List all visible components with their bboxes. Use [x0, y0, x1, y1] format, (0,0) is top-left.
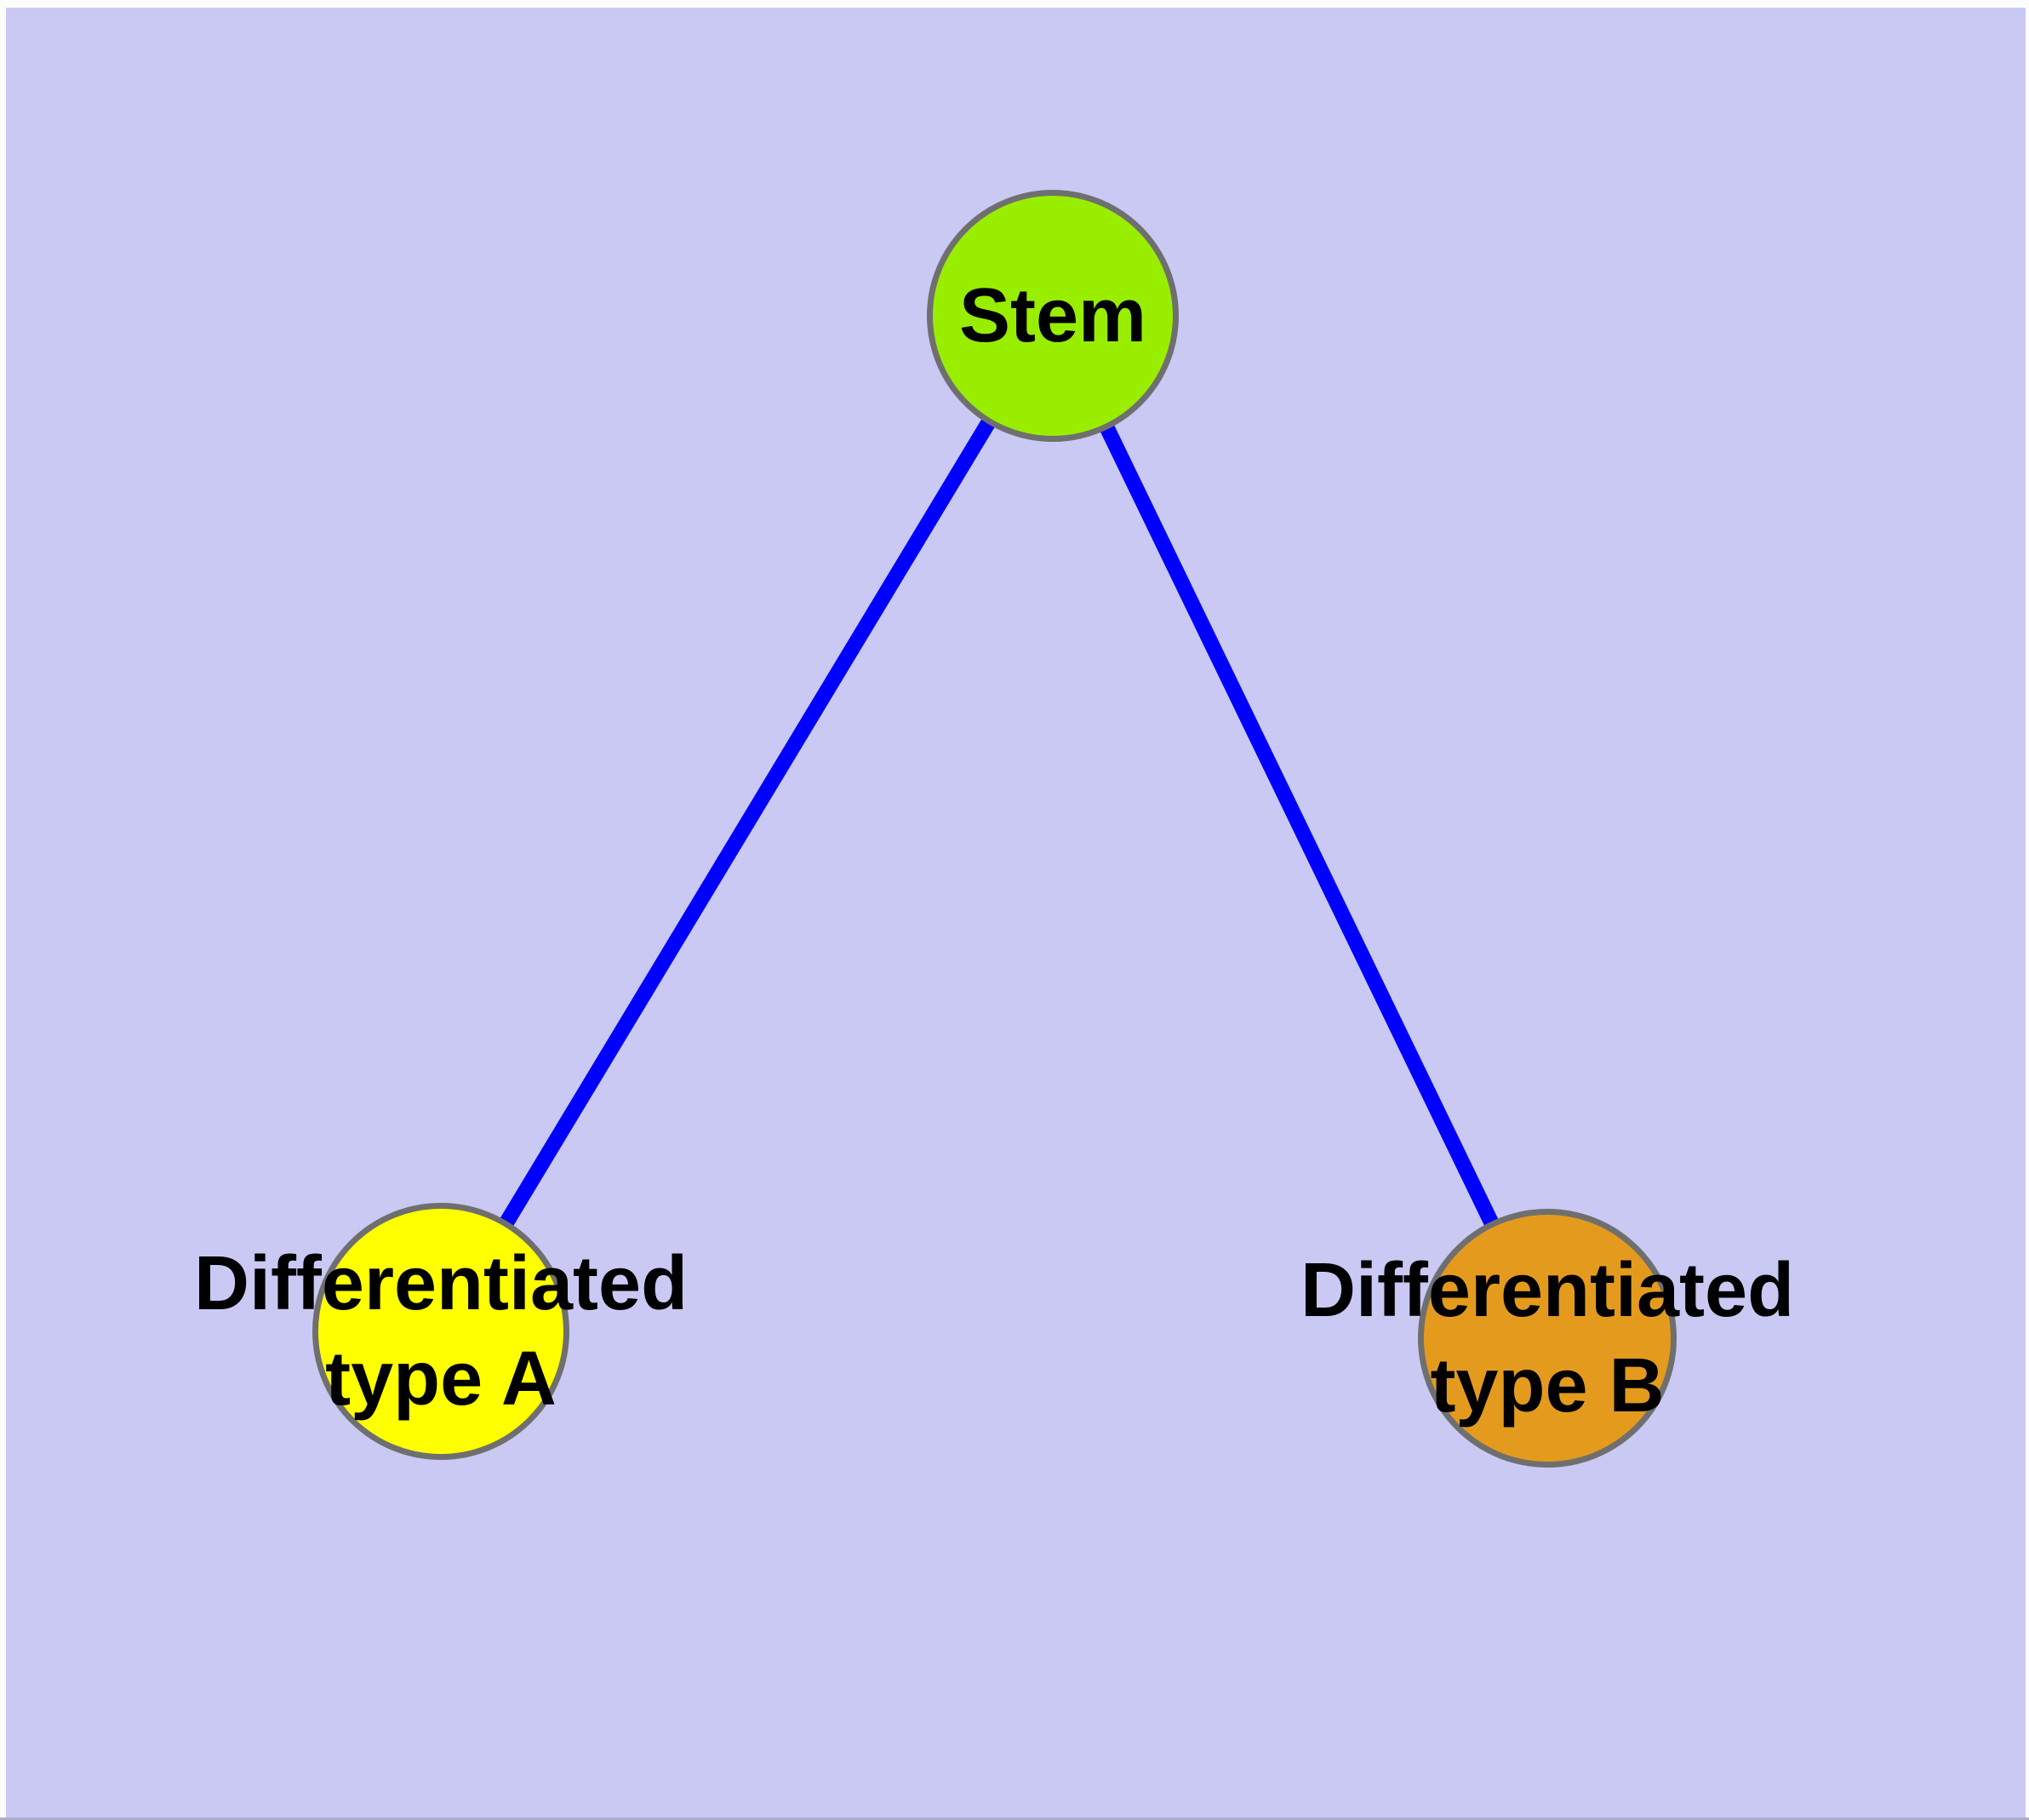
node-type-a-label-line2: type A	[325, 1336, 557, 1422]
node-type-b-circle[interactable]	[1418, 1209, 1677, 1468]
edge-stem-to-type-a[interactable]	[434, 312, 1060, 1336]
frame-top-strip	[0, 0, 2029, 8]
node-type-a-circle[interactable]	[312, 1203, 569, 1460]
node-type-a-label-line1: Differentiated	[193, 1241, 689, 1326]
node-stem-circle[interactable]	[927, 190, 1179, 442]
node-type-b-label: Differentiated type B	[1300, 1243, 1794, 1434]
frame-left-strip	[0, 0, 6, 1820]
node-type-b-label-line1: Differentiated	[1300, 1248, 1795, 1333]
node-type-b-label-line2: type B	[1430, 1343, 1665, 1428]
frame-bottom-strip	[0, 1817, 2029, 1820]
edge-stem-to-type-b[interactable]	[1045, 312, 1555, 1342]
node-stem-label-text: Stem	[958, 273, 1147, 358]
frame-right-strip	[2026, 0, 2029, 1820]
node-stem-label: Stem	[959, 268, 1146, 363]
node-type-a-label: Differentiated type A	[194, 1236, 688, 1427]
